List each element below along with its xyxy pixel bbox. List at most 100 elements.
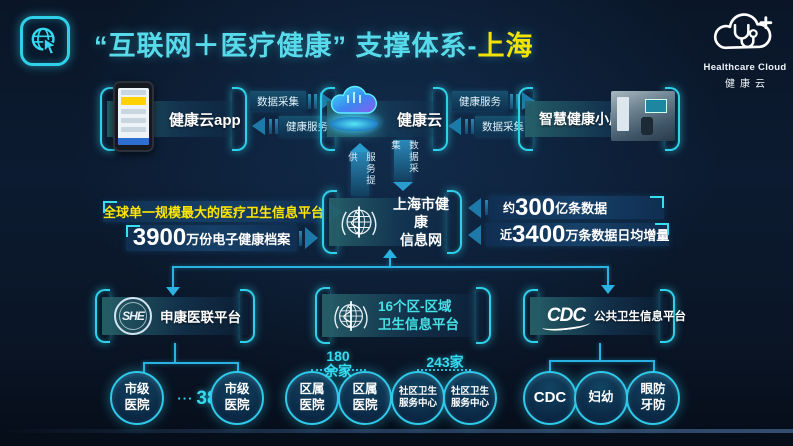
- connector-arrow-down: [601, 285, 615, 294]
- cdc-logo-text: CDC: [546, 305, 586, 326]
- arrow-tick: [484, 200, 488, 215]
- cloud-shape-icon: [330, 85, 377, 114]
- bracket-right: [240, 289, 255, 343]
- stat-health-records: 3900 万份电子健康档案: [126, 225, 318, 251]
- node-maternal-child: 妇幼: [574, 371, 628, 425]
- node-line2: 牙防: [640, 398, 666, 412]
- arrow-tick: [274, 118, 278, 134]
- node-district-hospital-1: 区属 医院: [285, 371, 339, 425]
- network-label-line2: 信息网: [400, 232, 442, 249]
- connector-line: [172, 266, 174, 287]
- globe-cursor-icon: [31, 27, 59, 56]
- arrow-label: 数据采集: [250, 91, 306, 111]
- she-logo-icon: SHE: [114, 297, 152, 335]
- arrowhead-down-icon: [393, 182, 413, 191]
- bracket-left: [100, 87, 115, 151]
- photo-chair: [641, 117, 653, 135]
- district-label-line1: 16个区-区域: [378, 298, 452, 314]
- bracket-right: [232, 87, 247, 151]
- bracket-left: [523, 289, 538, 343]
- arrow-shaft: 服务提供: [346, 152, 375, 196]
- arrow-label: 服务提供: [346, 152, 375, 187]
- public-health-label: 公共卫生信息平台: [594, 311, 686, 323]
- public-health-band: CDC 公共卫生信息平台: [530, 297, 686, 335]
- node-city-hospital-2: 市级 医院: [210, 371, 264, 425]
- node-line1: 社区卫生: [450, 386, 489, 398]
- cloud-box-label: 健康云: [397, 111, 443, 129]
- stat-bar: 近 3400 万条数据日均增量: [486, 220, 670, 248]
- node-line1: 妇幼: [588, 390, 614, 405]
- connector-line: [174, 343, 176, 363]
- arrowhead-up-icon: [350, 143, 370, 152]
- connector-arrow-down: [166, 287, 180, 296]
- node-line2: 服务中心: [450, 398, 489, 409]
- she-logo-text: SHE: [122, 309, 145, 323]
- data-collect-arrow-down: 数据采集: [389, 140, 418, 191]
- stat-number: 3400: [512, 220, 566, 248]
- stat-bar: 约 300 亿条数据: [489, 193, 664, 221]
- connector-line: [653, 360, 655, 372]
- arrow-tick: [313, 93, 317, 109]
- node-line2: 医院: [124, 398, 150, 412]
- connector-arrow-up: [383, 249, 397, 258]
- stat-number: 300: [515, 193, 556, 221]
- cloud-platform-base: [330, 117, 378, 131]
- arrow-label: 数据采集: [389, 140, 418, 175]
- bracket-right: [447, 190, 462, 254]
- shanghai-health-network-box: 上海市健康 信息网: [322, 190, 462, 254]
- shenkang-label: 申康医联平台: [160, 310, 241, 325]
- stat-number: 3900: [132, 224, 187, 251]
- community-center-count: 243家: [412, 352, 478, 372]
- count-text: 243家: [426, 354, 464, 370]
- health-cloud-box: 健康云: [320, 85, 448, 151]
- network-box-label: 上海市健康 信息网: [387, 195, 455, 250]
- node-line1: CDC: [533, 388, 567, 406]
- district-hospital-count: 180 余家: [305, 349, 371, 378]
- brand-name-cn: 健康云: [725, 79, 770, 90]
- stat-text: 万份电子健康档案: [186, 231, 291, 247]
- bracket-left: [518, 87, 533, 151]
- stat-bar: 3900 万份电子健康档案: [126, 225, 297, 251]
- stat-daily-increase: 近 3400 万条数据日均增量: [468, 222, 670, 246]
- arrow-tick: [515, 93, 519, 109]
- stat-prefix: 近: [500, 228, 513, 242]
- stat-global-platform: 全球单一规模最大的医疗卫生信息平台: [103, 201, 343, 222]
- photo-screen: [645, 99, 667, 113]
- arrow-shaft: 数据采集: [389, 140, 418, 182]
- district-label-line2: 卫生信息平台: [378, 316, 459, 332]
- connector-line: [607, 266, 609, 285]
- connector-line: [389, 257, 391, 268]
- public-health-platform-box: CDC 公共卫生信息平台: [523, 289, 686, 343]
- hut-box-label: 智慧健康小屋: [539, 111, 623, 127]
- shenkang-platform-box: SHE 申康医联平台: [95, 289, 255, 343]
- node-cdc: CDC: [523, 371, 577, 425]
- app-box-label: 健康云app: [169, 111, 241, 129]
- connector-line-horizontal: [143, 362, 239, 364]
- brand-name-en: Healthcare Cloud: [703, 62, 787, 73]
- bracket-right: [660, 289, 675, 343]
- arrow-label: 数据采集: [475, 116, 531, 136]
- stat-prefix: 约: [503, 201, 516, 215]
- connector-line: [237, 362, 239, 373]
- bracket-left: [320, 87, 335, 151]
- arrow-tick: [509, 93, 513, 109]
- arrowhead-left-icon: [468, 197, 481, 218]
- healthcare-cloud-logo: Healthcare Cloud 健康云: [700, 6, 790, 90]
- node-line1: 区属: [299, 382, 325, 397]
- cloud-stethoscope-icon: [713, 13, 773, 50]
- bracket-left: [322, 190, 337, 254]
- health-cloud-app-box: 健康云app: [100, 81, 247, 152]
- phone-ui-navbar: [118, 138, 149, 145]
- phone-ui-row: [121, 109, 146, 114]
- arrow-tick: [298, 230, 302, 246]
- smartphone-icon: [113, 81, 154, 152]
- node-line2: 医院: [352, 398, 378, 412]
- photo-kiosk: [617, 97, 629, 131]
- count-line2: 余家: [324, 362, 352, 379]
- node-line1: 区属: [352, 382, 378, 397]
- connector-line-horizontal: [549, 360, 655, 362]
- arrow-label: 健康服务: [452, 91, 508, 111]
- district-label: 16个区-区域 卫生信息平台: [378, 298, 459, 333]
- stat-text: 亿条数据: [555, 201, 608, 216]
- bracket-right: [665, 87, 680, 151]
